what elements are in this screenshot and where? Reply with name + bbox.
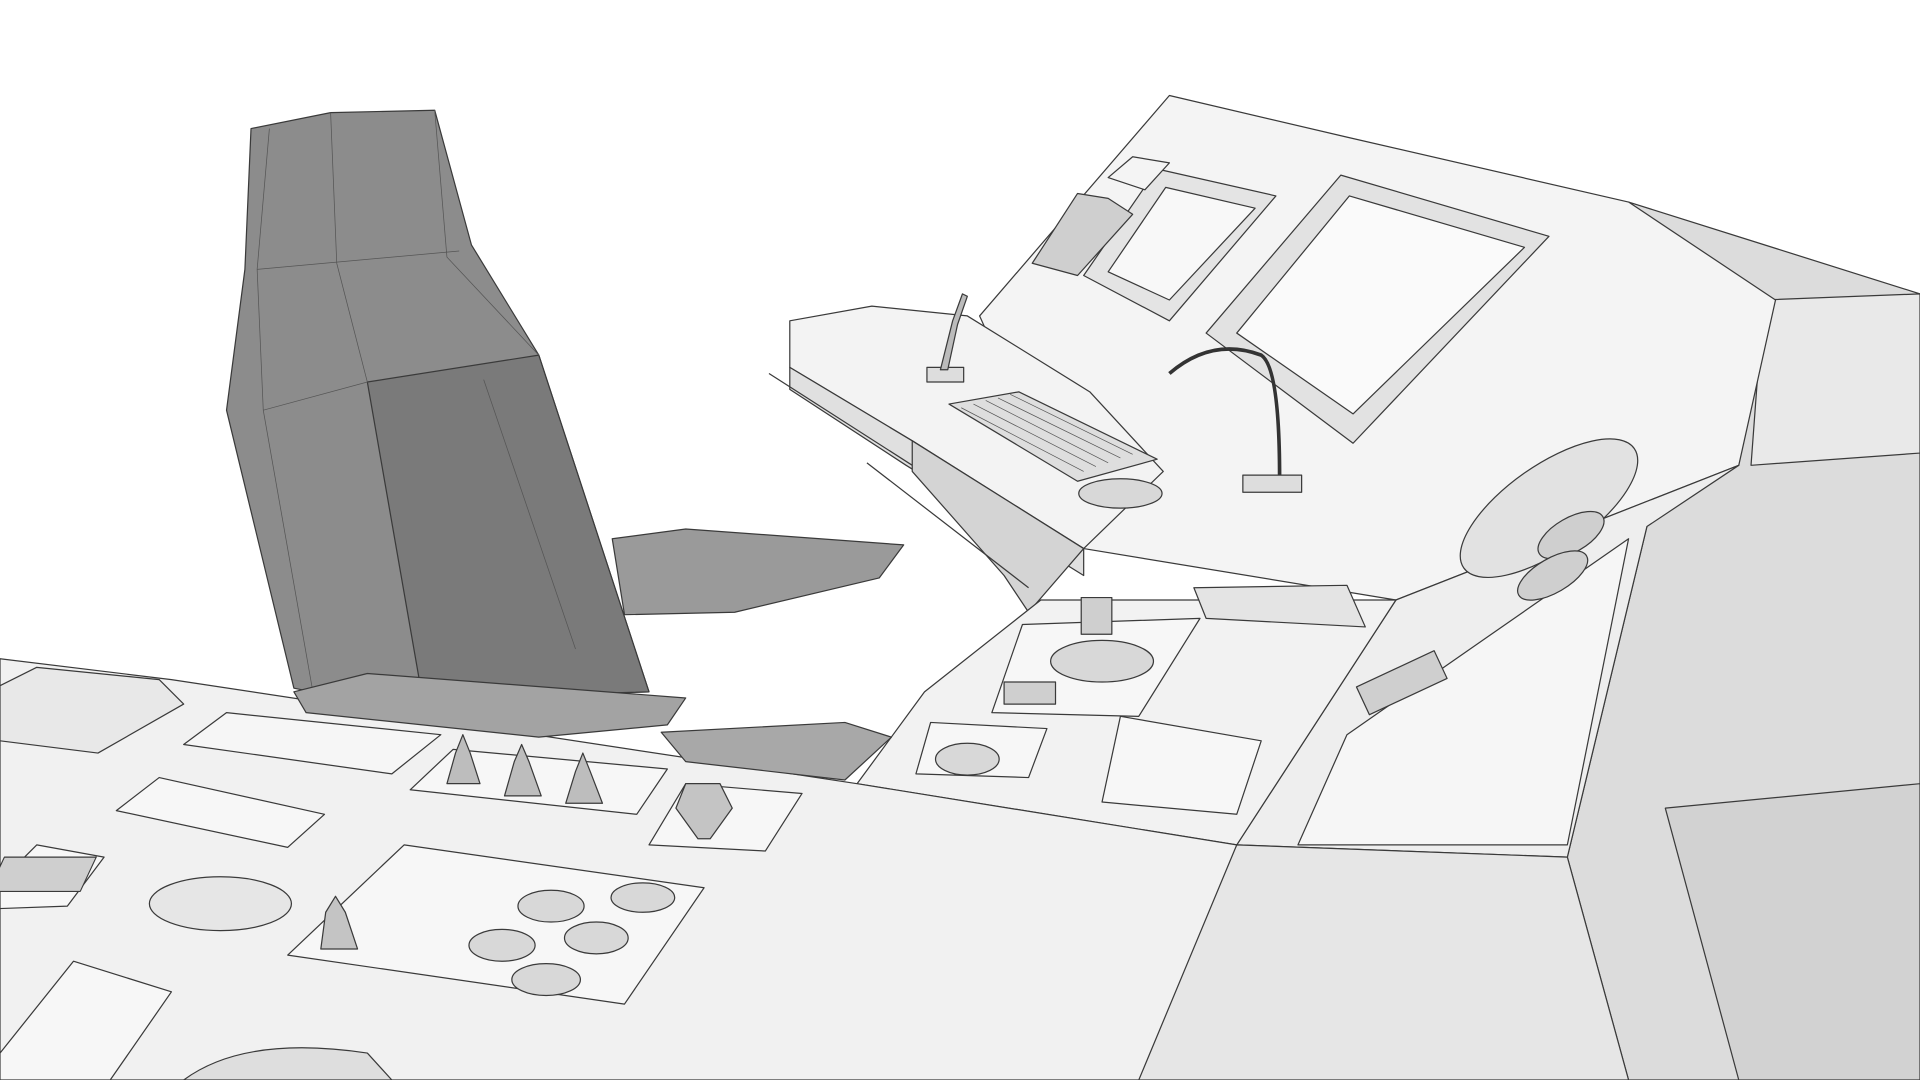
console-tower xyxy=(978,94,1920,1080)
keyboard xyxy=(948,391,1158,482)
joystick xyxy=(926,293,968,383)
dial-icon xyxy=(517,889,585,923)
dial-icon xyxy=(610,882,676,913)
dial-icon xyxy=(1537,510,1605,560)
monitor-large xyxy=(1205,174,1550,444)
dial-icon xyxy=(1078,478,1163,509)
console-desk-left xyxy=(0,658,1238,1080)
phone-handset xyxy=(1031,156,1171,277)
dial-icon xyxy=(148,876,293,932)
dial-icon xyxy=(1517,550,1589,601)
control-knobs xyxy=(0,438,1639,997)
dial-icon xyxy=(563,921,629,955)
chair xyxy=(225,109,905,781)
dial-icon xyxy=(934,742,1000,776)
dial-icon xyxy=(468,928,536,962)
keyboard-tray xyxy=(768,305,1164,613)
monitor-small xyxy=(1083,168,1277,322)
dial-icon xyxy=(511,963,582,997)
microphone xyxy=(1168,347,1303,493)
dial-icon xyxy=(1050,639,1155,683)
